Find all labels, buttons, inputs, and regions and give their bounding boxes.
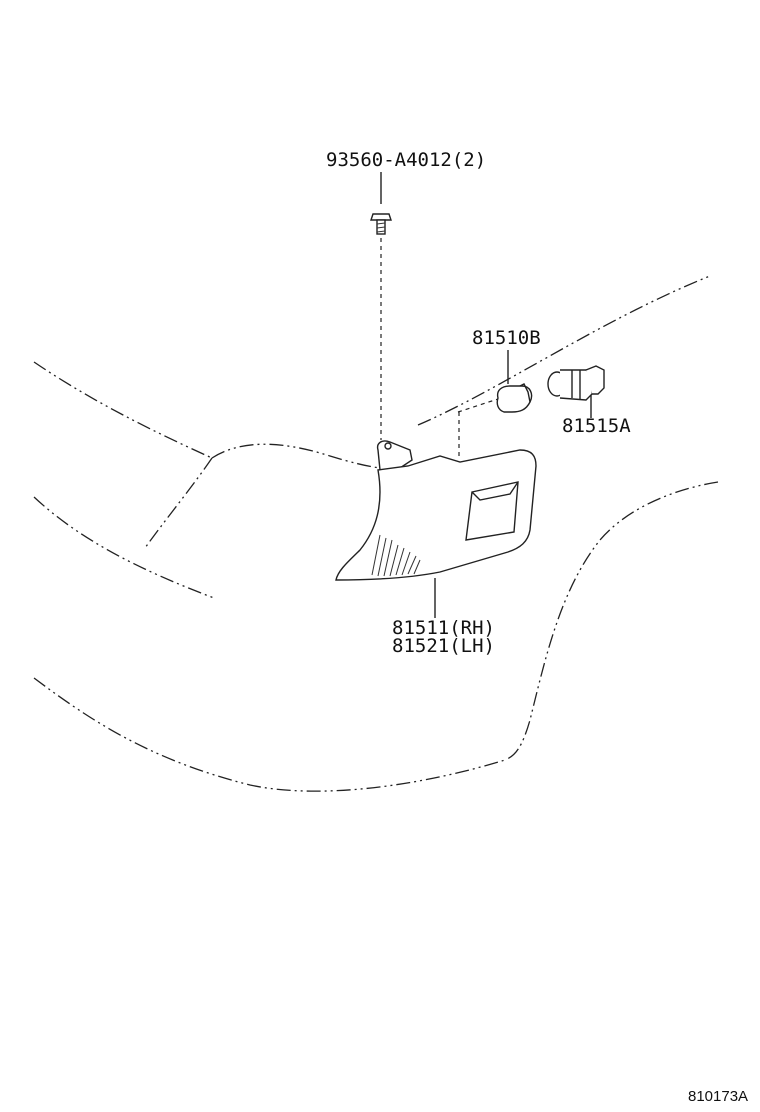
bulb-part-number: 81510B <box>472 327 541 349</box>
vehicle-body-outline <box>33 275 719 792</box>
bolt-part-number: 93560-A4012(2) <box>326 149 486 171</box>
bolt-icon <box>370 213 392 235</box>
lamp-lh-part-number: 81521(LH) <box>392 635 495 657</box>
hood-edge-line <box>211 443 381 469</box>
lamp-rh-part-number: 81511(RH) <box>392 617 495 639</box>
socket-part-number: 81515A <box>562 415 631 437</box>
hood-upper-line <box>33 361 213 459</box>
fender-arch-line <box>504 481 719 761</box>
socket-icon <box>547 365 605 401</box>
bumper-lower-line <box>33 677 506 792</box>
diagram-reference: 810173A <box>688 1088 748 1105</box>
hood-drop-line <box>144 457 213 549</box>
bulb-icon <box>496 383 533 413</box>
bumper-upper-line <box>33 496 215 599</box>
bulb-assembly-line <box>457 398 499 413</box>
fender-top-line <box>417 275 711 426</box>
corner-lamp-icon <box>335 440 537 581</box>
